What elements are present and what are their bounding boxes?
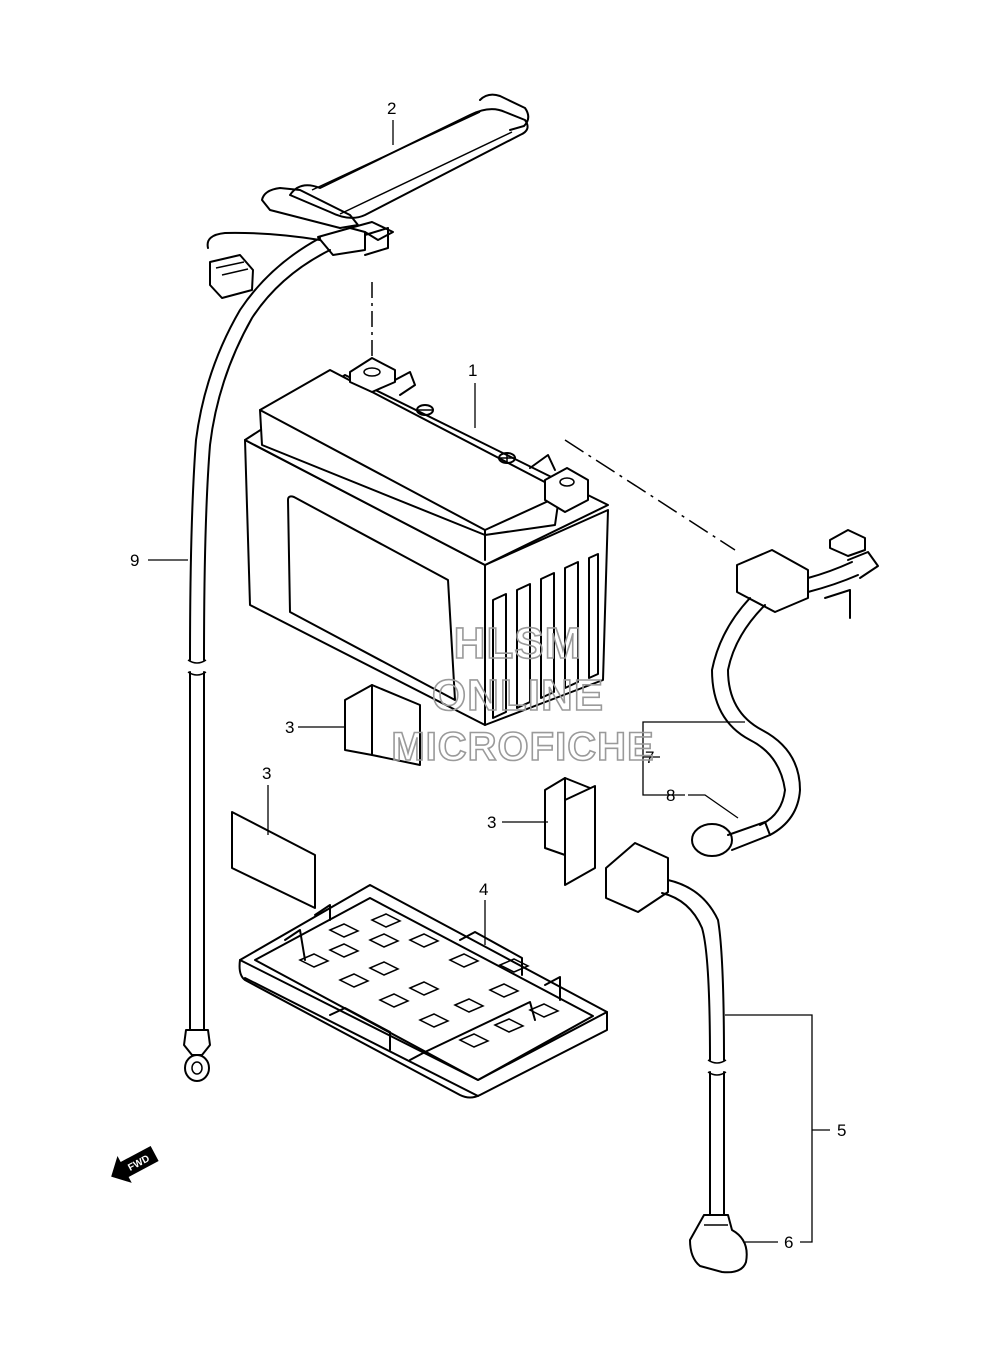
callout-1: 1 [468,361,477,380]
callout-9: 9 [130,551,139,570]
negative-cable [183,221,394,1082]
callout-3-upper: 3 [285,718,294,737]
battery-pad-lower [231,811,316,909]
callout-2: 2 [387,99,396,118]
battery-tray [238,884,608,1099]
callout-7: 7 [645,748,654,767]
callout-5: 5 [837,1121,846,1140]
battery-band [261,93,530,229]
callout-8: 8 [666,786,675,805]
watermark-line-1: HLSM [454,619,583,668]
positive-cable-lower [605,842,748,1274]
battery [244,357,609,726]
callout-numbers: 2 1 9 3 3 3 4 7 8 5 6 [130,99,846,1252]
callout-4: 4 [479,880,488,899]
tray-slots [298,913,560,1048]
watermark-line-2: ONLINE [432,671,604,720]
watermark-line-3: MICROFICHE [391,725,654,769]
positive-cable-upper [691,529,879,857]
battery-pad-upper [344,684,421,766]
leader-lines [148,120,830,1243]
callout-3-right: 3 [487,813,496,832]
callout-3-lower: 3 [262,764,271,783]
fwd-arrow-icon: FWD [111,1145,159,1183]
battery-pad-right [544,777,596,886]
callout-6: 6 [784,1233,793,1252]
watermark: HLSM ONLINE MICROFICHE [391,618,655,770]
